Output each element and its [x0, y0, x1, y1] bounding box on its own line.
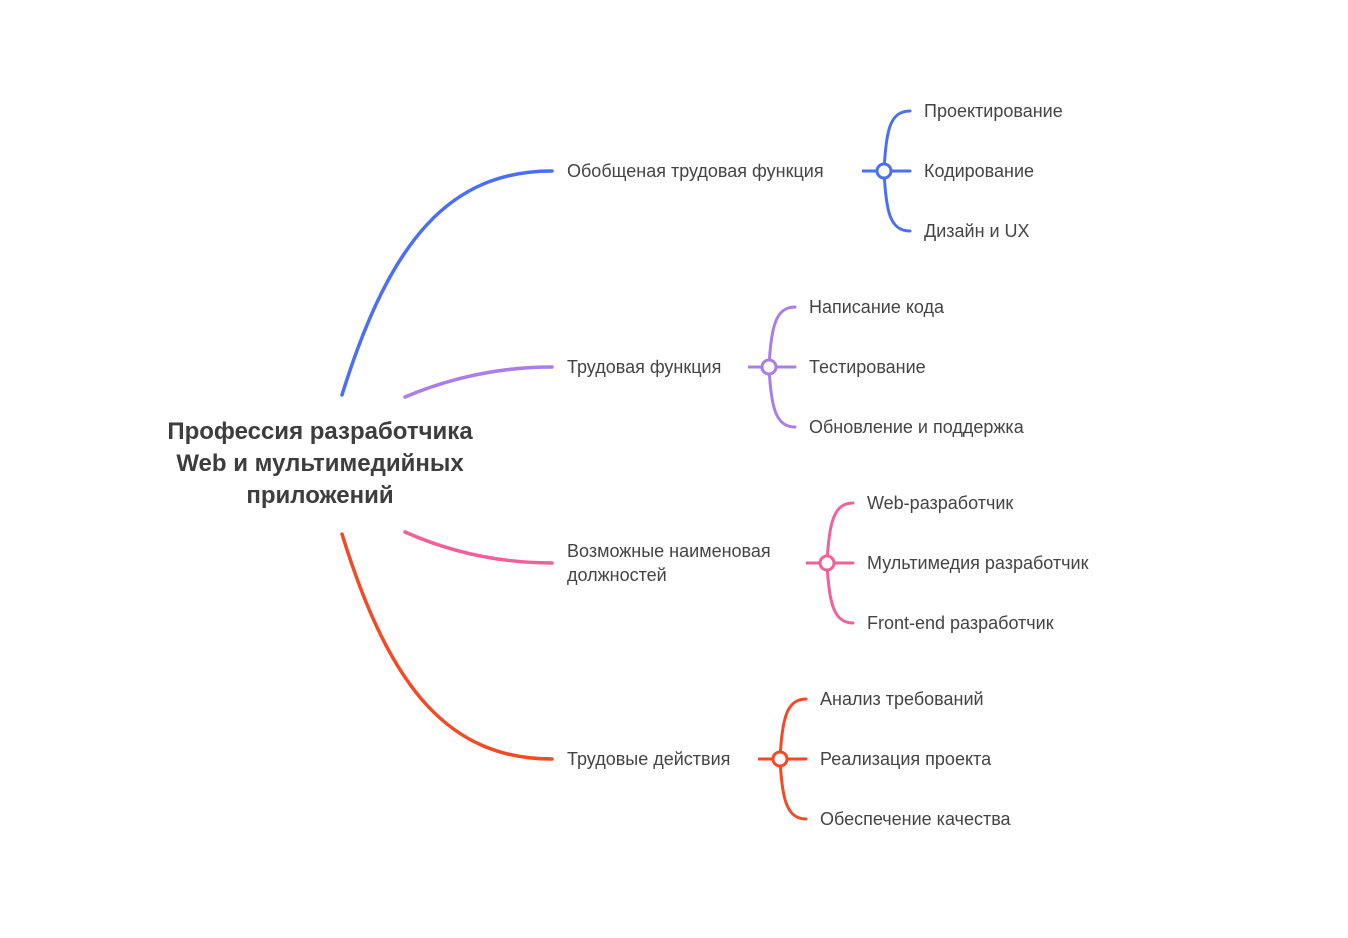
leaf-node-2-1[interactable]: Написание кода: [809, 297, 945, 317]
branch-1-label: Обобщеная трудовая функция: [567, 161, 824, 181]
connector-root-branch-1: [340, 169, 554, 397]
branch-node-2[interactable]: Трудовая функция: [567, 355, 721, 379]
root-line-3: приложений: [246, 482, 394, 509]
leaf-node-1-1[interactable]: Проектирование: [924, 101, 1063, 121]
leaf-node-3-2[interactable]: Мультимедия разработчик: [867, 553, 1089, 573]
connector-root-branch-4: [340, 532, 554, 761]
root-line-2: Web и мультимедийных: [176, 450, 464, 477]
branch-node-4[interactable]: Трудовые действия: [567, 747, 730, 771]
leaf-node-2-3[interactable]: Обновление и поддержка: [809, 417, 1024, 437]
fork-branch-2: [748, 305, 797, 429]
fork-branch-4: [758, 697, 808, 821]
leaf-node-1-3[interactable]: Дизайн и UX: [924, 221, 1030, 241]
leaf-node-2-2[interactable]: Тестирование: [809, 357, 926, 377]
branch-2-label: Трудовая функция: [567, 357, 722, 377]
branch-3-label-line-1: Возможные наименовая: [567, 541, 771, 561]
leaf-node-4-3[interactable]: Обеспечение качества: [820, 809, 1011, 829]
fork-branch-3: [806, 501, 855, 625]
leaf-node-4-2[interactable]: Реализация проекта: [820, 749, 992, 769]
leaf-node-4-1[interactable]: Анализ требований: [820, 689, 984, 709]
branch-4-label: Трудовые действия: [567, 749, 731, 769]
connector-root-branch-2: [403, 365, 554, 399]
leaf-node-1-2[interactable]: Кодирование: [924, 161, 1035, 181]
leaf-node-3-1[interactable]: Web-разработчик: [867, 493, 1014, 513]
branch-node-3[interactable]: Возможные наименовая должностей: [567, 539, 771, 587]
fork-branch-1: [862, 109, 912, 233]
branch-3-label-line-2: должностей: [567, 565, 667, 585]
connector-root-branch-3: [403, 530, 554, 565]
branch-node-1[interactable]: Обобщеная трудовая функция: [567, 159, 824, 183]
root-line-1: Профессия разработчика: [167, 418, 473, 445]
leaf-node-3-3[interactable]: Front-end разработчик: [867, 613, 1054, 633]
root-node[interactable]: Профессия разработчика Web и мультимедий…: [140, 416, 500, 512]
